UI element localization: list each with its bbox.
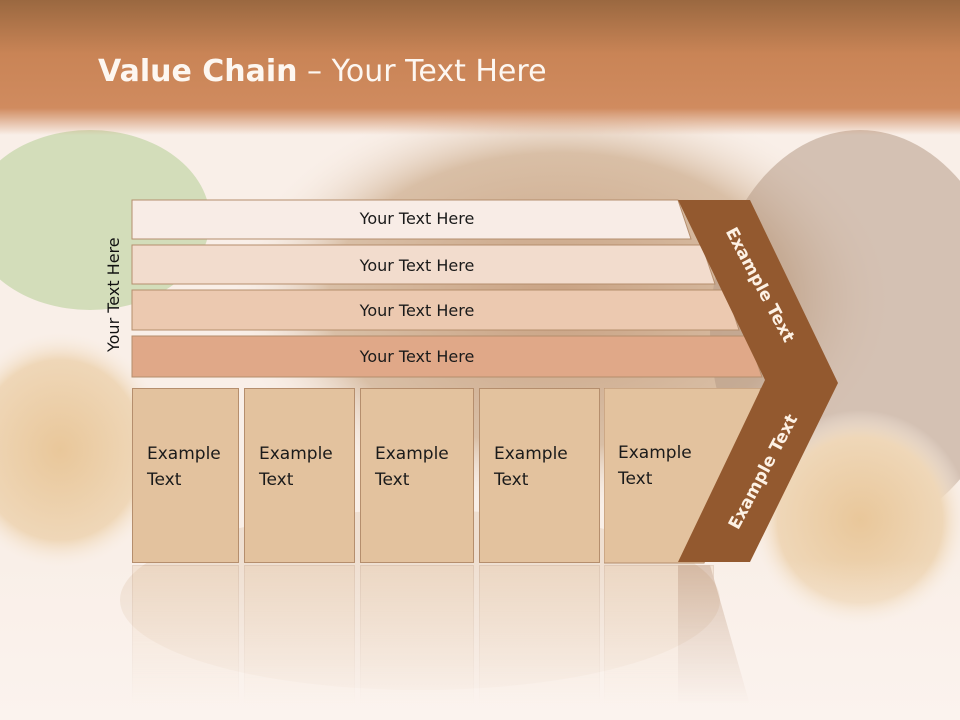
column-3: Example Text: [360, 388, 474, 563]
bar-2-shape: [131, 244, 716, 285]
chevron-arrow: [678, 200, 838, 562]
bar-2-label: Your Text Here: [359, 256, 475, 275]
title-band: [0, 0, 960, 135]
bar-1-shape: [131, 199, 692, 240]
column-4-label: Example Text: [494, 444, 568, 490]
title-rest: – Your Text Here: [297, 54, 547, 89]
bar-3-label: Your Text Here: [359, 301, 475, 320]
column-5-label: Example Text: [618, 443, 692, 489]
column-1-label: Example Text: [147, 444, 221, 490]
side-label: Your Text Here: [104, 237, 123, 352]
title-bold: Value Chain: [98, 54, 298, 89]
bar-4-label: Your Text Here: [359, 347, 475, 366]
column-4: Example Text: [479, 388, 600, 563]
bar-4-shape: [131, 335, 763, 378]
reflection-column-2: [244, 565, 355, 705]
slide-title: Value Chain – Your Text Here: [98, 54, 547, 89]
reflection-column-3: [360, 565, 474, 705]
reflection-chevron: [678, 565, 750, 705]
column-2: Example Text: [244, 388, 355, 563]
reflection-column-1: [132, 565, 239, 705]
column-3-label: Example Text: [375, 444, 449, 490]
reflection-column-4: [479, 565, 600, 705]
column-5-shape: [604, 388, 762, 564]
reflection: [0, 565, 960, 705]
column-1: Example Text: [132, 388, 239, 563]
bar-3-shape: [131, 289, 740, 331]
column-2-label: Example Text: [259, 444, 333, 490]
bar-1-label: Your Text Here: [359, 209, 475, 228]
